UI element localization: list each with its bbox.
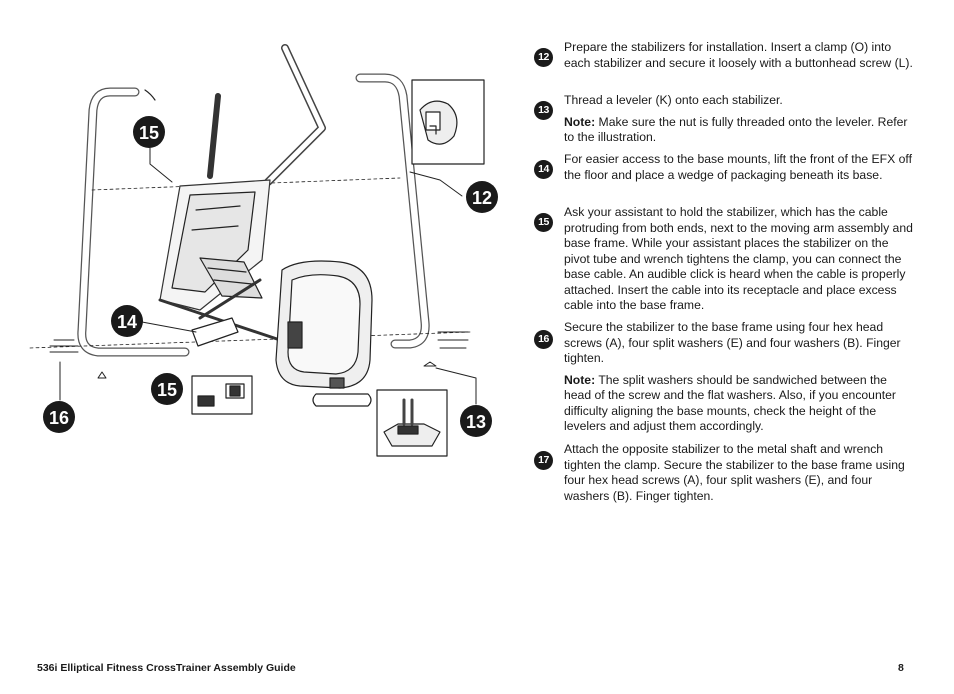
note-label: Note:: [564, 372, 596, 387]
note-label: Note:: [564, 114, 596, 129]
step-number-badge: 12: [534, 48, 553, 67]
step-13: 13 Thread a leveler (K) onto each stabil…: [534, 93, 914, 146]
svg-text:15: 15: [139, 123, 159, 143]
callout-12: 12: [466, 181, 498, 213]
svg-text:15: 15: [157, 380, 177, 400]
note-text: Make sure the nut is fully threaded onto…: [564, 114, 908, 145]
step-note: Note: Make sure the nut is fully threade…: [564, 115, 914, 146]
callout-14: 14: [111, 305, 143, 337]
callout-13: 13: [460, 405, 492, 437]
step-15: 15 Ask your assistant to hold the stabil…: [534, 205, 914, 314]
step-12: 12 Prepare the stabilizers for installat…: [534, 40, 914, 71]
callout-15-bottom: 15: [151, 373, 183, 405]
step-16: 16 Secure the stabilizer to the base fra…: [534, 320, 914, 435]
step-number-badge: 14: [534, 160, 553, 179]
step-text: Ask your assistant to hold the stabilize…: [564, 205, 913, 312]
step-14: 14 For easier access to the base mounts,…: [534, 152, 914, 183]
page-number: 8: [898, 662, 904, 674]
step-note: Note: The split washers should be sandwi…: [564, 373, 914, 435]
step-number-badge: 17: [534, 451, 553, 470]
step-number-badge: 15: [534, 213, 553, 232]
svg-text:12: 12: [472, 188, 492, 208]
step-text: Prepare the stabilizers for installation…: [564, 40, 913, 70]
svg-text:14: 14: [117, 312, 137, 332]
step-number-badge: 13: [534, 101, 553, 120]
left-handle: [207, 93, 221, 179]
step-text: Thread a leveler (K) onto each stabilize…: [564, 93, 783, 107]
step-17: 17 Attach the opposite stabilizer to the…: [534, 442, 914, 504]
step-text: For easier access to the base mounts, li…: [564, 152, 912, 182]
step-number-badge: 16: [534, 330, 553, 349]
callout-16: 16: [43, 401, 75, 433]
callout-15-top: 15: [133, 116, 165, 148]
svg-text:16: 16: [49, 408, 69, 428]
note-text: The split washers should be sandwiched b…: [564, 372, 896, 434]
footer-title: 536i Elliptical Fitness CrossTrainer Ass…: [37, 662, 296, 674]
step-text: Secure the stabilizer to the base frame …: [564, 320, 901, 365]
step-text: Attach the opposite stabilizer to the me…: [564, 442, 905, 503]
packaging-wedge: [191, 317, 239, 347]
rear-foot: [312, 393, 372, 407]
assembly-illustration: 15 12 14 15 16 13: [29, 44, 498, 457]
svg-text:13: 13: [466, 412, 486, 432]
